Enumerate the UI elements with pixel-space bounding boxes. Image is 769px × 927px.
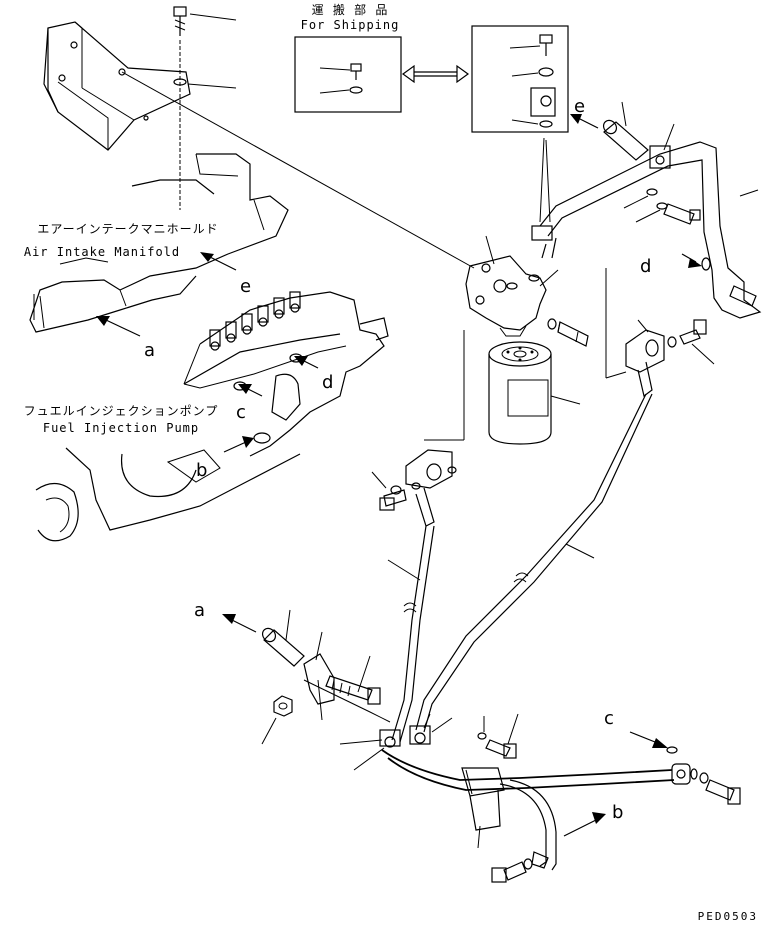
- ref-d-pump-label: d: [322, 372, 333, 393]
- upper-right-bolt: [623, 188, 701, 225]
- air-intake-manifold-shape: [29, 153, 289, 333]
- fuel-filter-cartridge: [488, 341, 581, 445]
- fuel-filter-head: [465, 235, 559, 337]
- ref-b-lower-arrow: b: [563, 802, 623, 837]
- ref-c-pump-arrow: c: [236, 384, 263, 423]
- pump-injector-outlets: [209, 291, 301, 351]
- ref-d-pump-arrow: d: [294, 356, 333, 393]
- pump-fitting-b: [253, 432, 271, 444]
- ref-a-left-label: a: [144, 340, 155, 361]
- top-tube-clamp: [649, 123, 675, 169]
- left-hose-bracket: [405, 330, 465, 527]
- manifold-label-jp: エアーインテークマニホールド: [37, 222, 218, 236]
- pump-label-en: Fuel Injection Pump: [43, 421, 199, 435]
- ref-d-right-label: d: [640, 256, 651, 277]
- lower-right-fitting: [671, 763, 741, 805]
- ref-c-pump-label: c: [236, 402, 246, 423]
- lower-fuel-pipe: [381, 749, 675, 871]
- left-hose-bolt: [371, 466, 457, 511]
- shipping-bolt-large: [509, 34, 553, 56]
- shipping-title-jp: 運 搬 部 品: [312, 2, 389, 17]
- ref-a-lower-label: a: [194, 600, 205, 621]
- ref-e-right-label: e: [574, 96, 585, 117]
- lower-pipe-block: [461, 767, 505, 849]
- pump-label-jp: フュエルインジェクションポンプ: [24, 404, 219, 418]
- fuel-hose-left: [387, 525, 435, 743]
- tube-end-bolt: [729, 189, 759, 307]
- lower-long-bolt: [325, 655, 381, 705]
- lower-nut: [261, 695, 293, 745]
- bottom-bolt: [491, 851, 549, 883]
- right-hose-bracket: [605, 268, 665, 398]
- shipping-clip: [511, 87, 556, 128]
- bracket-bolt: [173, 6, 237, 210]
- ref-d-right-arrow: d: [640, 253, 711, 277]
- mounting-bracket: [43, 21, 191, 151]
- filter-head-bolt: [547, 318, 589, 347]
- sleeve-e-upper: e: [570, 96, 649, 161]
- sleeve-a-lower: a: [194, 600, 305, 667]
- ref-c-lower-label: c: [604, 708, 614, 729]
- ref-b-lower-label: b: [612, 802, 623, 823]
- shipping-double-arrow: [401, 64, 470, 84]
- ref-e-left-label: e: [240, 276, 251, 297]
- shipping-box-left: [294, 36, 402, 113]
- ref-a-left-arrow: a: [96, 316, 155, 361]
- ref-b-pump-label: b: [196, 460, 207, 481]
- lower-hose-clamp-right: [409, 713, 453, 745]
- fuel-hose-right: [415, 393, 653, 733]
- bracket-to-head-line: [121, 71, 475, 269]
- shipping-title-en: For Shipping: [301, 18, 400, 32]
- shipping-washer-large: [511, 67, 554, 77]
- ref-c-lower-arrow: c: [604, 708, 678, 754]
- lower-hose-clamp-left: [339, 729, 401, 771]
- shipping-bolt-small: [319, 63, 362, 80]
- shipping-washer-small: [319, 86, 363, 94]
- lower-pipe-leader: [303, 679, 391, 723]
- ref-e-left-arrow: e: [200, 252, 251, 297]
- drawing-code: PED0503: [698, 910, 758, 923]
- lower-mid-bolt: [477, 713, 519, 759]
- right-hose-bolt: [667, 319, 715, 365]
- shipping-box-right: [471, 25, 569, 133]
- ref-b-pump-arrow: b: [196, 436, 254, 481]
- manifold-label-en: Air Intake Manifold: [24, 245, 180, 259]
- return-tube-upper: [531, 137, 762, 319]
